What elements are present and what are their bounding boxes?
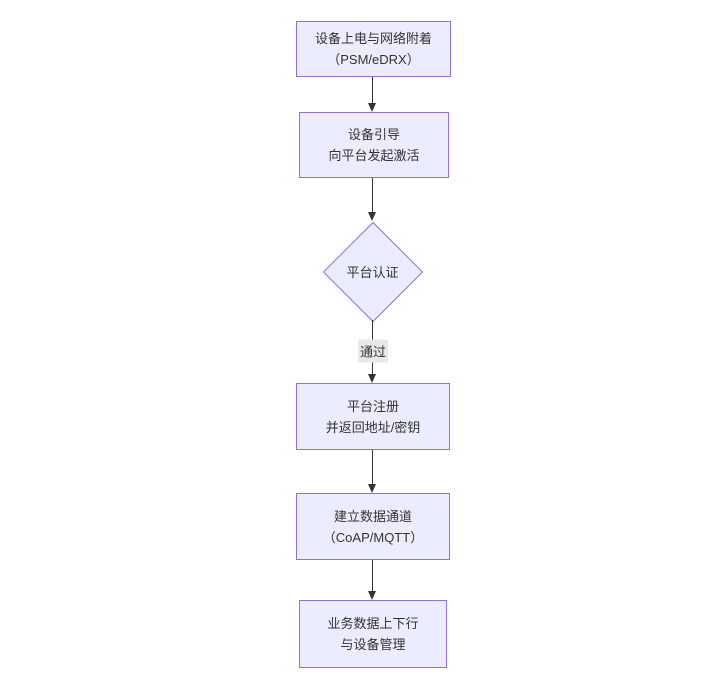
node-text-line: （CoAP/MQTT）	[322, 529, 424, 545]
node-text-line: 建立数据通道	[333, 508, 412, 524]
arrowhead-icon	[368, 212, 376, 221]
node-platform-register: 平台注册 并返回地址/密钥	[296, 383, 450, 450]
arrowhead-icon	[368, 484, 376, 493]
node-text-line: 业务数据上下行	[327, 616, 419, 631]
node-text-line: （PSM/eDRX）	[327, 52, 420, 67]
edge-line-e-f	[372, 560, 373, 592]
edge-line-a-b	[372, 77, 373, 104]
arrowhead-icon	[368, 374, 376, 383]
node-data-channel: 建立数据通道 （CoAP/MQTT）	[296, 493, 450, 560]
node-text-line: 设备引导	[347, 127, 400, 142]
node-business-data-mgmt: 业务数据上下行 与设备管理	[299, 600, 447, 668]
edge-line-b-c	[372, 178, 373, 213]
node-text-line: 并返回地址/密钥	[325, 419, 421, 435]
node-text-line: 平台认证	[346, 265, 399, 280]
arrowhead-icon	[368, 103, 376, 112]
edge-line-d-e	[372, 450, 373, 485]
node-text-line: 设备上电与网络附着	[314, 31, 432, 46]
node-text-line: 向平台发起激活	[328, 148, 420, 163]
node-text-line: 与设备管理	[340, 637, 406, 652]
node-platform-auth-decision: 平台认证	[322, 221, 423, 322]
arrowhead-icon	[368, 591, 376, 600]
node-device-power-attach: 设备上电与网络附着 （PSM/eDRX）	[296, 21, 451, 77]
node-text-line: 平台注册	[346, 398, 399, 414]
node-device-bootstrap: 设备引导 向平台发起激活	[299, 112, 449, 178]
edge-label-pass: 通过	[357, 339, 389, 363]
